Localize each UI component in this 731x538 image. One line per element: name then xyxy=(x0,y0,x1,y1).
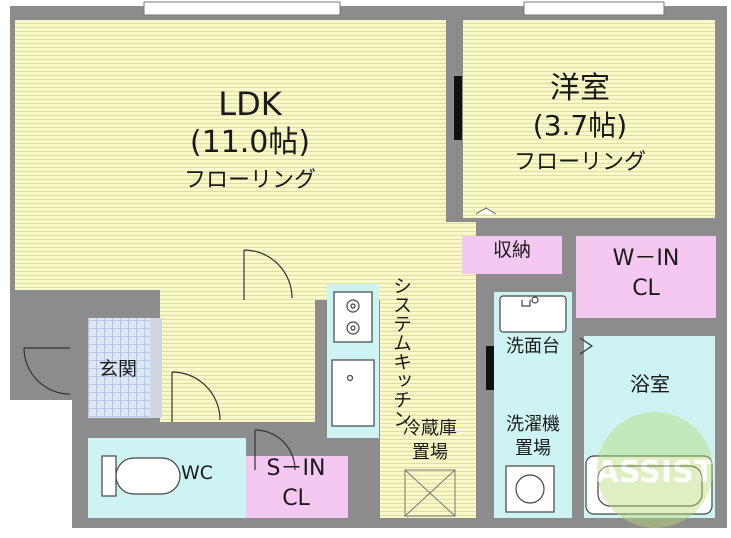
storage-label: 収納 xyxy=(492,239,531,261)
storage-door-mark xyxy=(475,207,497,215)
sliding-door xyxy=(454,76,462,140)
ldk-name: LDK xyxy=(218,85,282,123)
windows xyxy=(143,1,665,16)
storage-closet xyxy=(462,236,562,274)
fridge-space-mark xyxy=(404,469,456,517)
washbasin-icon xyxy=(499,295,567,333)
washer-icon xyxy=(505,465,555,513)
washer-line1: 洗濯機 xyxy=(506,414,560,435)
svg-text:ASSIST: ASSIST xyxy=(596,455,715,490)
fridge-line1: 冷蔵庫 xyxy=(403,418,457,439)
western-room xyxy=(463,20,715,218)
ldk-size: (11.0帖) xyxy=(189,125,311,160)
bathtub-icon xyxy=(585,455,713,515)
shoe-in-line1: S－IN xyxy=(266,456,326,481)
ldk-room xyxy=(15,20,446,422)
wc-label: WC xyxy=(180,462,214,484)
watermark-logo: ASSIST xyxy=(596,412,715,528)
washer-line2: 置場 xyxy=(515,438,551,459)
sink-icon xyxy=(331,359,375,427)
shoe-in-closet xyxy=(246,456,348,518)
shoe-in-line2: CL xyxy=(282,486,310,511)
kitchen-label: システムキッチン xyxy=(390,276,412,428)
entrance-label: 玄関 xyxy=(98,358,137,380)
entrance-area xyxy=(88,318,150,418)
bath-label: 浴室 xyxy=(630,372,670,396)
western-size: (3.7帖) xyxy=(532,109,628,142)
walk-in-line1: W－IN xyxy=(612,246,680,271)
washbasin-label: 洗面台 xyxy=(506,336,560,357)
shoe-rack xyxy=(150,318,162,418)
walk-in-line2: CL xyxy=(632,276,660,301)
doors xyxy=(23,249,594,471)
wash-door xyxy=(486,346,494,390)
stove-icon xyxy=(333,291,373,343)
ldk-floor: フローリング xyxy=(183,168,316,193)
western-floor: フローリング xyxy=(513,150,646,175)
fridge-line2: 置場 xyxy=(412,442,448,463)
toilet-icon xyxy=(101,455,181,497)
western-name: 洋室 xyxy=(550,71,610,106)
walk-in-closet xyxy=(576,236,716,318)
kitchen-corridor xyxy=(380,222,476,518)
